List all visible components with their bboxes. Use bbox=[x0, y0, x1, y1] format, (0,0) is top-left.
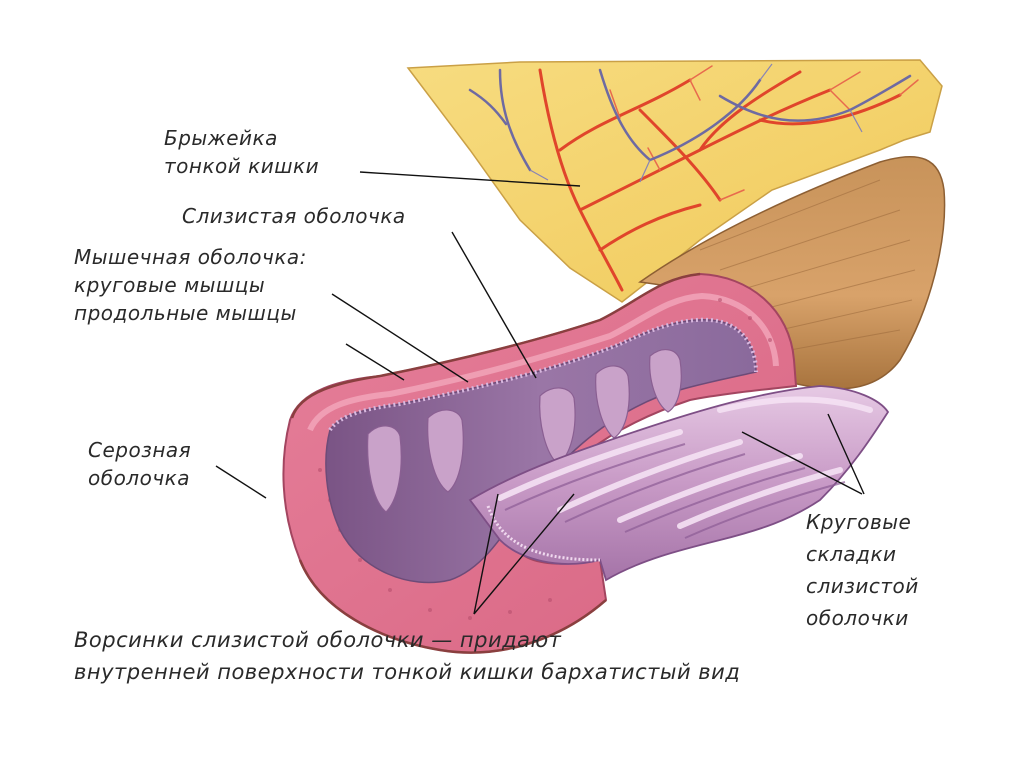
leader-mucosa bbox=[451, 231, 537, 379]
label-serosa-line-2: оболочка bbox=[88, 466, 190, 490]
label-circular-muscles: круговые мышцы bbox=[74, 273, 266, 297]
inner-folds bbox=[367, 349, 682, 513]
label-villi-line-1: Ворсинки слизистой оболочки — придают bbox=[74, 628, 562, 652]
label-muscular-line-1: Мышечная оболочка: bbox=[74, 245, 307, 269]
leader-longitudinal-muscles bbox=[345, 343, 405, 381]
label-muscular-layer: Мышечная оболочка: круговые мышцы продол… bbox=[74, 243, 307, 327]
label-folds-line-3: слизистой bbox=[806, 574, 919, 598]
leader-folds-2 bbox=[741, 431, 863, 495]
label-mucosa: Слизистая оболочка bbox=[182, 202, 406, 230]
label-villi: Ворсинки слизистой оболочки — придают вн… bbox=[74, 624, 740, 688]
leader-mesentery bbox=[359, 171, 581, 187]
leader-villi-1 bbox=[473, 493, 499, 615]
circular-folds-sheet bbox=[468, 385, 890, 582]
leader-lines bbox=[215, 171, 865, 615]
lumen bbox=[325, 317, 758, 584]
mesentery bbox=[406, 59, 943, 303]
leader-serosa bbox=[215, 465, 267, 499]
label-folds-line-1: Круговые bbox=[806, 510, 912, 534]
label-mucosa-line-1: Слизистая оболочка bbox=[182, 204, 406, 228]
leader-villi-2 bbox=[473, 493, 575, 615]
label-longitudinal-muscles: продольные мышцы bbox=[74, 301, 297, 325]
label-serosa: Серозная оболочка bbox=[88, 436, 191, 492]
label-mesentery-line-1: Брыжейка bbox=[164, 126, 278, 150]
label-serosa-line-1: Серозная bbox=[88, 438, 192, 462]
leader-circular-muscles bbox=[331, 293, 469, 383]
label-mesentery-line-2: тонкой кишки bbox=[164, 154, 320, 178]
label-circular-folds: Круговые складки слизистой оболочки bbox=[806, 506, 919, 634]
label-villi-line-2: внутренней поверхности тонкой кишки барх… bbox=[74, 660, 741, 684]
label-folds-line-4: оболочки bbox=[806, 606, 909, 630]
label-folds-line-2: складки bbox=[806, 542, 897, 566]
label-mesentery: Брыжейка тонкой кишки bbox=[164, 124, 319, 180]
leader-folds-1 bbox=[827, 413, 865, 495]
